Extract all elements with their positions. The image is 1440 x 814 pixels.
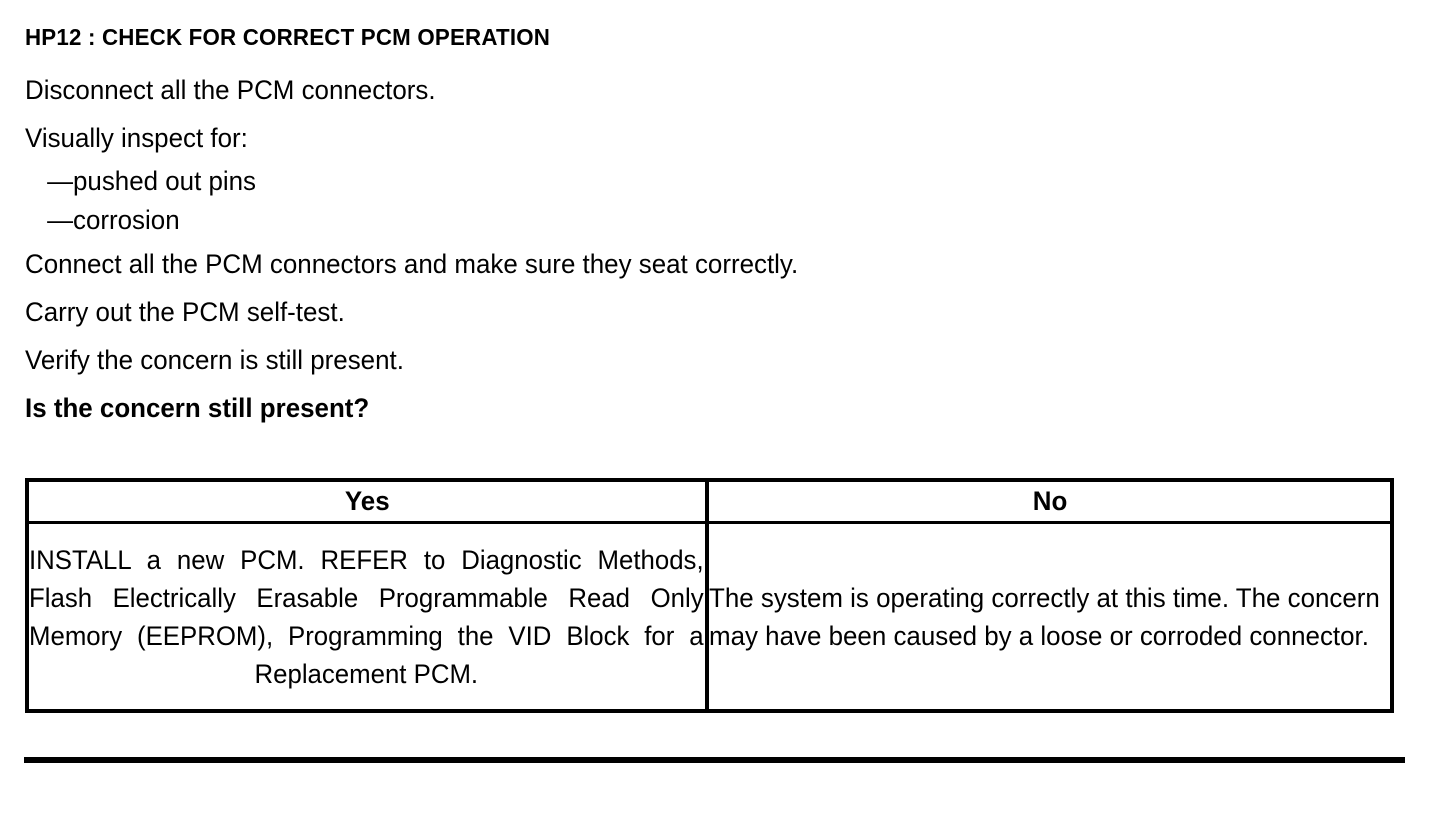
page-title: HP12 : CHECK FOR CORRECT PCM OPERATION [25, 24, 551, 50]
list-item: —corrosion [25, 201, 1331, 240]
em-dash-icon: — [47, 205, 73, 235]
column-header-yes-label: Yes [344, 486, 390, 516]
section-divider-rule [24, 757, 1405, 763]
answer-cell-yes: INSTALL a new PCM. REFER to Diagnostic M… [25, 521, 709, 713]
table-header-row: Yes No [25, 478, 1394, 524]
instruction-line: Verify the concern is still present. [25, 345, 404, 375]
column-header-no-label: No [1032, 486, 1067, 516]
answer-cell-no: The system is operating correctly at thi… [705, 521, 1394, 713]
list-item-label: corrosion [73, 205, 180, 235]
answer-cell-yes-text: INSTALL a new PCM. REFER to Diagnostic M… [29, 544, 704, 689]
list-item-label: pushed out pins [73, 166, 257, 196]
instruction-line: Connect all the PCM connectors and make … [25, 249, 799, 279]
answer-table: Yes No INSTALL a new PCM. REFER to Diagn… [25, 478, 1394, 713]
column-header-yes: Yes [25, 478, 709, 524]
instruction-list: Disconnect all the PCM connectors. Visua… [25, 66, 1385, 432]
column-header-no: No [705, 478, 1394, 524]
decision-question: Is the concern still present? [25, 393, 370, 423]
instruction-line: Carry out the PCM self-test. [25, 297, 345, 327]
bullet-list: —pushed out pins —corrosion [25, 162, 1385, 240]
instruction-line: Disconnect all the PCM connectors. [25, 75, 436, 105]
table-row: INSTALL a new PCM. REFER to Diagnostic M… [25, 521, 1394, 713]
list-item: —pushed out pins [25, 162, 1331, 201]
em-dash-icon: — [47, 166, 73, 196]
instruction-line: Visually inspect for: [25, 123, 248, 153]
answer-cell-no-text: The system is operating correctly at thi… [709, 582, 1380, 651]
